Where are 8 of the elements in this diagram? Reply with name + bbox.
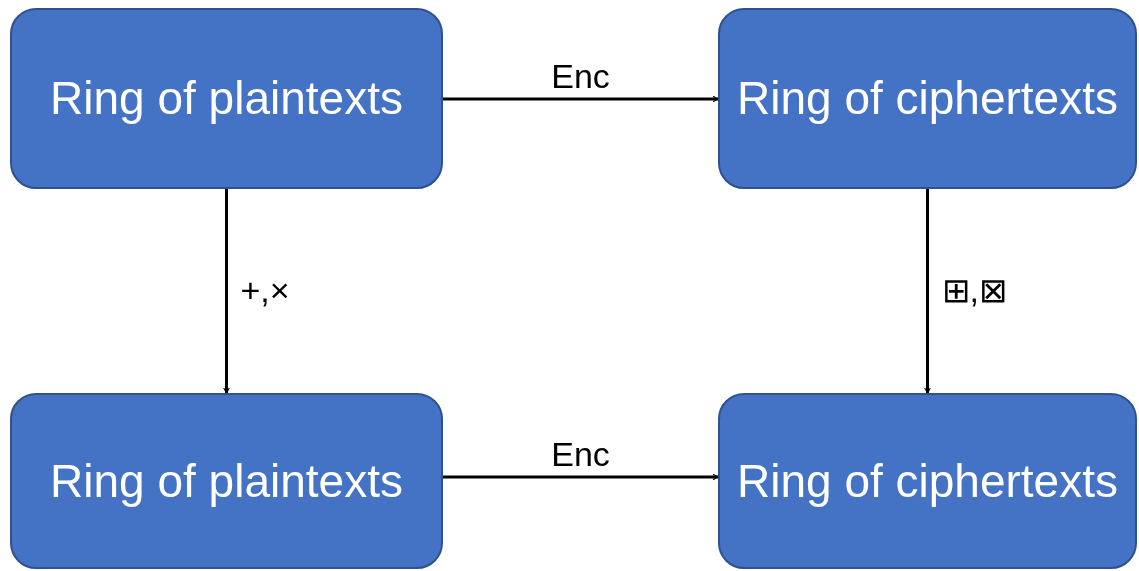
process-box: Ring of plaintexts: [10, 393, 443, 569]
arrow: [443, 473, 719, 481]
process-box: Ring of ciphertexts: [718, 393, 1137, 569]
arrow: [443, 95, 719, 103]
process-box: Ring of plaintexts: [10, 8, 443, 189]
process-box: Ring of ciphertexts: [718, 8, 1137, 189]
arrow: [924, 189, 931, 394]
arrow: [223, 189, 230, 394]
